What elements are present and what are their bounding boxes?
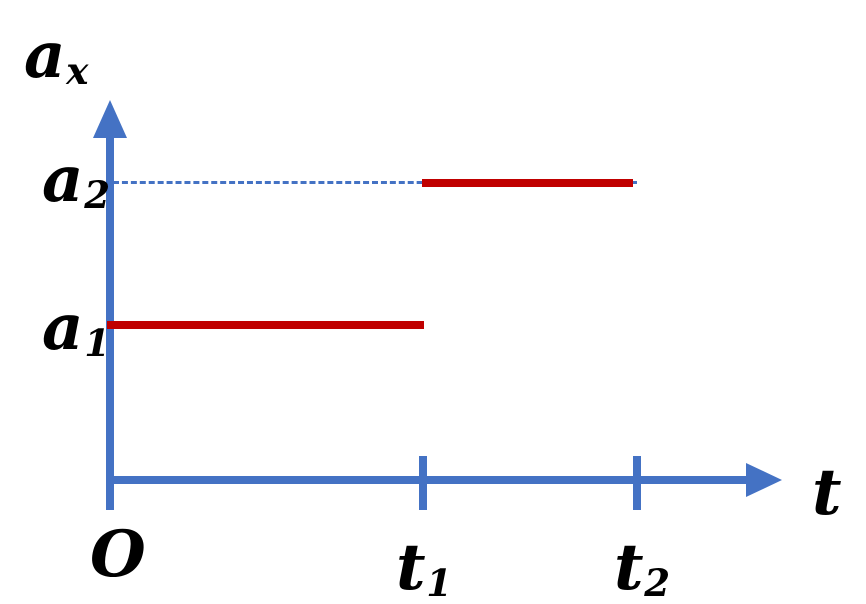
- origin-label-base: O: [90, 517, 146, 592]
- y-tick-label-a2-base: a: [42, 142, 84, 217]
- x-axis-label: t: [812, 461, 842, 525]
- segment-a2-level: [422, 179, 633, 187]
- x-axis-label-base: t: [812, 455, 842, 530]
- a2-dashed-guide-line: [113, 181, 637, 184]
- x-axis-tick-t1: [419, 456, 427, 510]
- x-axis-line: [106, 476, 752, 484]
- y-axis-label-sub: x: [66, 49, 89, 94]
- segment-a1-level: [107, 321, 424, 329]
- y-axis-label: ax: [24, 24, 88, 90]
- y-axis-line: [106, 128, 114, 510]
- y-tick-label-a2-sub: 2: [84, 173, 111, 218]
- x-tick-label-t2-sub: 2: [644, 561, 671, 604]
- y-axis-label-base: a: [24, 18, 66, 93]
- x-tick-label-t2-base: t: [614, 530, 644, 604]
- y-tick-label-a1-base: a: [42, 290, 84, 365]
- y-tick-label-a1-sub: 1: [84, 321, 111, 366]
- x-axis-arrowhead-icon: [746, 463, 782, 497]
- x-tick-label-t1-base: t: [396, 530, 426, 604]
- x-tick-label-t2: t2: [614, 536, 670, 602]
- x-tick-label-t1: t1: [396, 536, 452, 602]
- y-tick-label-a1: a1: [42, 296, 110, 362]
- origin-label: O: [90, 523, 146, 587]
- x-axis-tick-t2: [633, 456, 641, 510]
- x-tick-label-t1-sub: 1: [426, 561, 453, 604]
- y-tick-label-a2: a2: [42, 148, 110, 214]
- y-axis-arrowhead-icon: [93, 100, 127, 138]
